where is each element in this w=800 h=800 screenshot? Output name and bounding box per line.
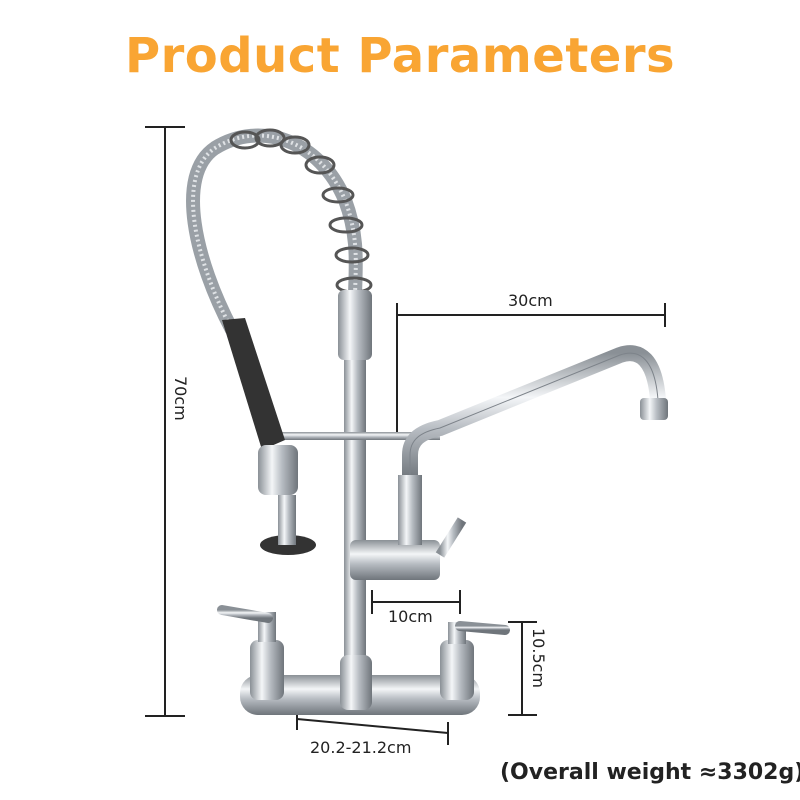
center-spacing-label: 20.2-21.2cm — [310, 738, 412, 757]
spring — [229, 128, 373, 294]
page-title: Product Parameters — [124, 28, 676, 84]
base-height-label: 10.5cm — [529, 628, 548, 689]
spout-reach-label: 30cm — [508, 291, 553, 310]
spray-handle — [222, 318, 285, 450]
dimension-lines — [145, 126, 666, 745]
weight-note: (Overall weight ≈3302g) — [500, 760, 800, 785]
valve-offset-label: 10cm — [388, 607, 433, 626]
height-label: 70cm — [171, 376, 190, 421]
hose — [186, 128, 363, 334]
spout — [402, 345, 666, 480]
